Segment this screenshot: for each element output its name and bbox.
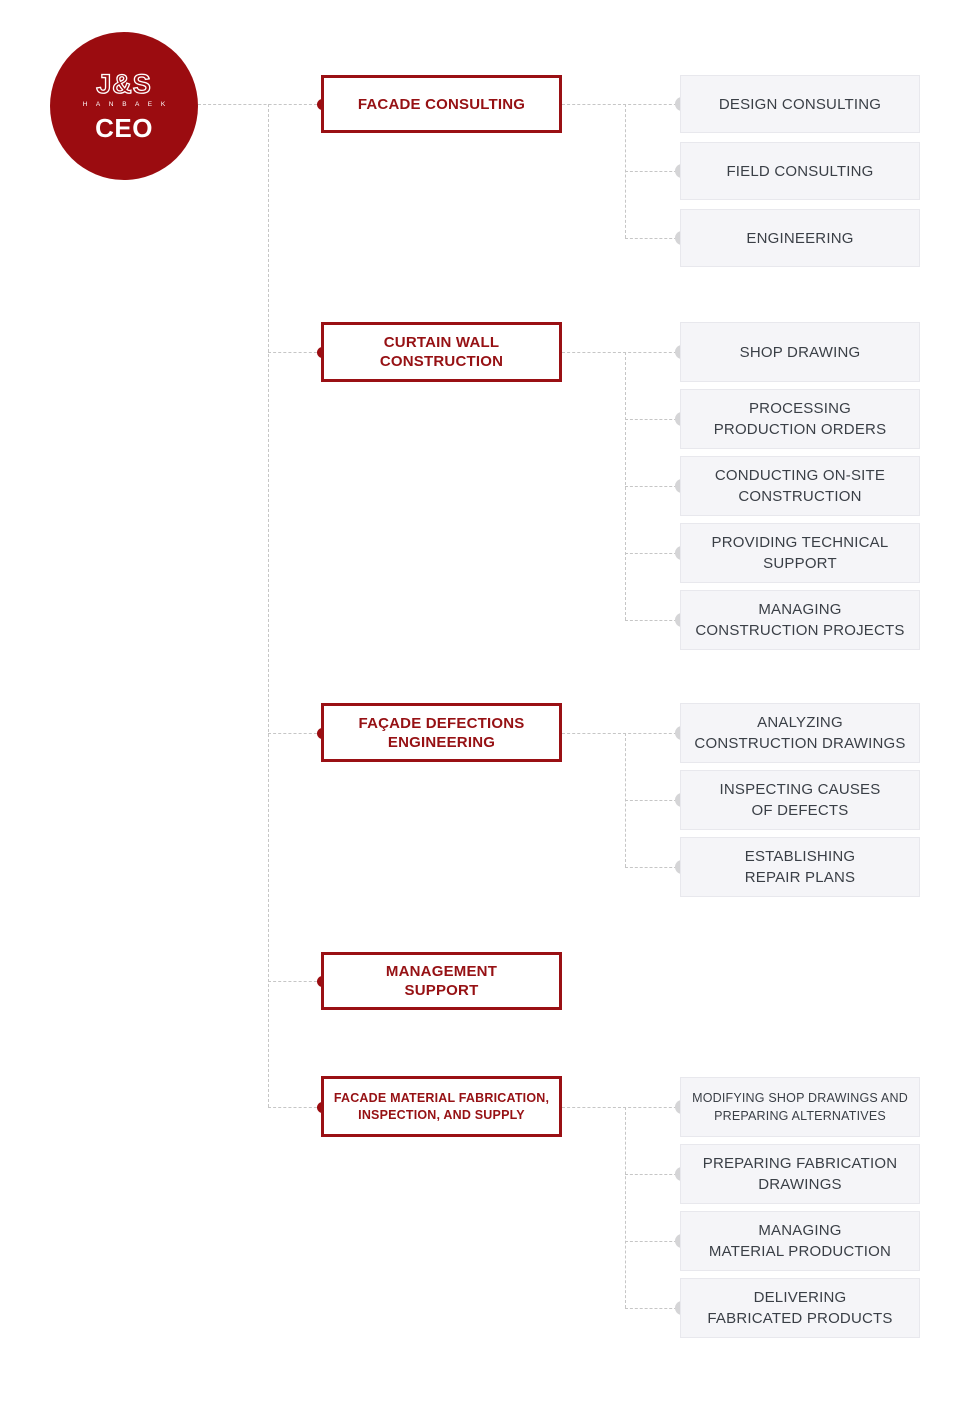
connector-line [625, 553, 682, 554]
sub-box-inspecting-causes-of-defects: INSPECTING CAUSES OF DEFECTS [680, 770, 920, 830]
sub-label: DELIVERING FABRICATED PRODUCTS [707, 1289, 893, 1327]
sub-box-engineering: ENGINEERING [680, 209, 920, 267]
dept-label: FACADE CONSULTING [357, 95, 526, 113]
sub-label: DESIGN CONSULTING [718, 95, 882, 113]
connector-line [562, 104, 682, 105]
sub-box-shop-drawing: SHOP DRAWING [680, 322, 920, 382]
connector-line [562, 733, 682, 734]
sub-box-managing-material-production: MANAGING MATERIAL PRODUCTION [680, 1211, 920, 1271]
connector-line [625, 800, 682, 801]
connector-line [562, 352, 682, 353]
connector-line [268, 733, 322, 734]
connector-line [625, 1174, 682, 1175]
sub-box-design-consulting: DESIGN CONSULTING [680, 75, 920, 133]
sub-box-delivering-fabricated-products: DELIVERING FABRICATED PRODUCTS [680, 1278, 920, 1338]
sub-box-preparing-fabrication-drawings: PREPARING FABRICATION DRAWINGS [680, 1144, 920, 1204]
sub-box-analyzing-construction-drawings: ANALYZING CONSTRUCTION DRAWINGS [680, 703, 920, 763]
sub-box-processing-production-orders: PROCESSING PRODUCTION ORDERS [680, 389, 920, 449]
sub-box-establishing-repair-plans: ESTABLISHING REPAIR PLANS [680, 837, 920, 897]
sub-label: PROCESSING PRODUCTION ORDERS [713, 400, 887, 438]
sub-box-managing-construction-projects: MANAGING CONSTRUCTION PROJECTS [680, 590, 920, 650]
connector-line [625, 867, 682, 868]
dept-box-facade-material-fabrication: FACADE MATERIAL FABRICATION, INSPECTION,… [321, 1076, 562, 1137]
ceo-label: CEO [95, 113, 153, 143]
sub-label: SHOP DRAWING [739, 343, 861, 361]
sub-label: ESTABLISHING REPAIR PLANS [744, 848, 856, 886]
connector-line [625, 419, 682, 420]
sub-label: INSPECTING CAUSES OF DEFECTS [719, 781, 881, 819]
connector-line [625, 1107, 626, 1308]
company-logo-name: H A N B A E K [82, 101, 169, 108]
sub-box-conducting-on-site-construction: CONDUCTING ON-SITE CONSTRUCTION [680, 456, 920, 516]
dept-label: FAÇADE DEFECTIONS ENGINEERING [358, 714, 525, 751]
connector-line [268, 352, 322, 353]
connector-line [268, 104, 269, 1107]
sub-label: PREPARING FABRICATION DRAWINGS [702, 1155, 898, 1193]
sub-label: ENGINEERING [746, 229, 854, 247]
connector-line [625, 486, 682, 487]
sub-box-providing-technical-support: PROVIDING TECHNICAL SUPPORT [680, 523, 920, 583]
connector-line [625, 1308, 682, 1309]
sub-label: FIELD CONSULTING [726, 162, 874, 180]
sub-label: MANAGING CONSTRUCTION PROJECTS [695, 601, 905, 639]
connector-line [625, 171, 682, 172]
connector-line [198, 104, 322, 105]
connector-line [268, 1107, 322, 1108]
connector-line [625, 620, 682, 621]
sub-label: MODIFYING SHOP DRAWINGS AND PREPARING AL… [692, 1091, 908, 1123]
dept-label: MANAGEMENT SUPPORT [385, 963, 498, 999]
dept-label: CURTAIN WALL CONSTRUCTION [379, 334, 504, 370]
sub-label: CONDUCTING ON-SITE CONSTRUCTION [714, 467, 886, 505]
connector-line [268, 981, 322, 982]
company-logo-icon: J&S [96, 69, 152, 99]
connector-line [625, 1241, 682, 1242]
dept-box-management-support: MANAGEMENT SUPPORT [321, 952, 562, 1010]
sub-label: MANAGING MATERIAL PRODUCTION [708, 1222, 892, 1260]
sub-box-modifying-shop-drawings: MODIFYING SHOP DRAWINGS AND PREPARING AL… [680, 1077, 920, 1137]
dept-box-facade-defections-engineering: FAÇADE DEFECTIONS ENGINEERING [321, 703, 562, 762]
sub-label: ANALYZING CONSTRUCTION DRAWINGS [694, 714, 906, 752]
dept-label: FACADE MATERIAL FABRICATION, INSPECTION,… [333, 1090, 550, 1122]
dept-box-curtain-wall-construction: CURTAIN WALL CONSTRUCTION [321, 322, 562, 382]
sub-box-field-consulting: FIELD CONSULTING [680, 142, 920, 200]
ceo-node: J&S H A N B A E K CEO [50, 32, 198, 180]
connector-line [625, 238, 682, 239]
dept-box-facade-consulting: FACADE CONSULTING [321, 75, 562, 133]
connector-line [562, 1107, 682, 1108]
sub-label: PROVIDING TECHNICAL SUPPORT [711, 534, 889, 572]
